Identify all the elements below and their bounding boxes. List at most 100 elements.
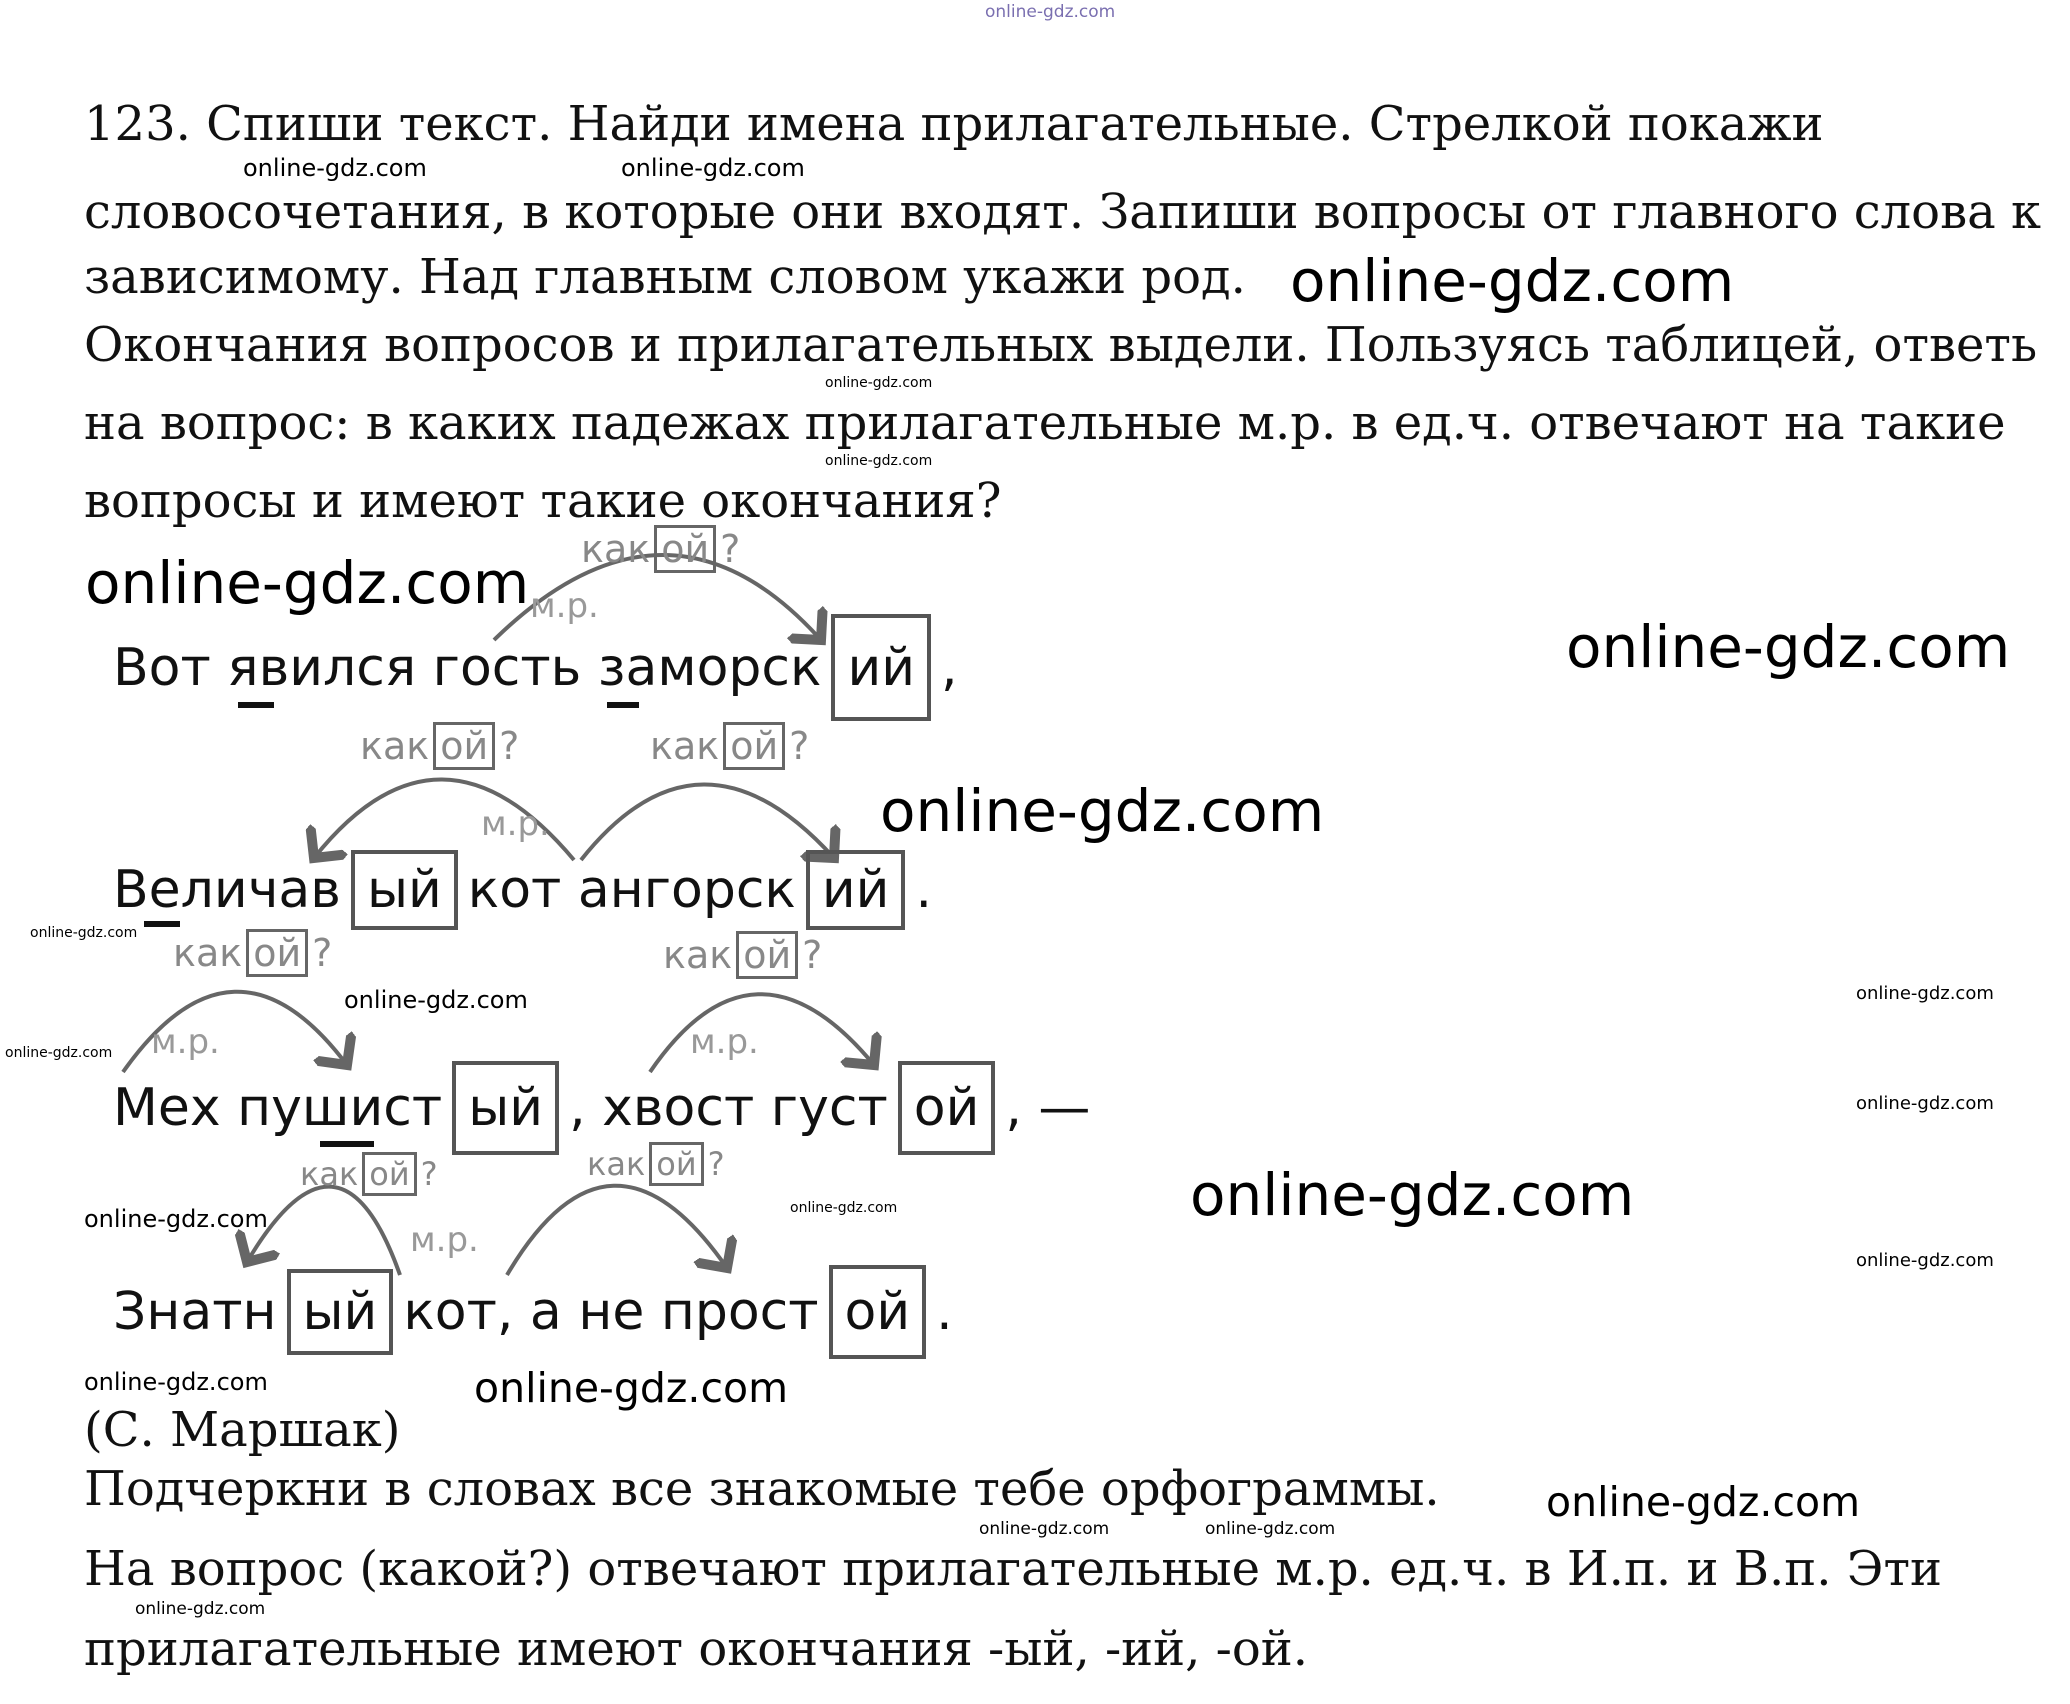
watermark: online-gdz.com (825, 375, 933, 391)
question-mark: ? (312, 931, 333, 975)
poem-line-3: Мех пушист ый , хвост густ ой , — (113, 1061, 1090, 1155)
arrow-arc (505, 1183, 727, 1277)
task-line: вопросы и имеют такие окончания? (84, 473, 1002, 529)
ending-box: ый (286, 1269, 394, 1355)
question-stem: как (650, 724, 720, 768)
gender-label: м.р. (530, 586, 599, 626)
poem-line-4-text: кот, а не прост (403, 1282, 819, 1342)
orthogram-underline (607, 702, 639, 708)
poem-line-2-text: кот ангорск (467, 860, 796, 920)
question-ending-box: ой (649, 1142, 704, 1186)
poem-line-1: Вот явился гость заморск ий , (113, 614, 958, 721)
arrow-arc (121, 989, 347, 1074)
watermark: online-gdz.com (135, 1599, 266, 1619)
question-ending-box: ой (246, 929, 309, 977)
watermark: online-gdz.com (985, 2, 1116, 22)
question-mark: ? (707, 1145, 725, 1183)
watermark: online-gdz.com (1546, 1478, 1861, 1526)
question-mark: ? (499, 724, 520, 768)
punctuation: . (915, 860, 932, 920)
watermark: online-gdz.com (84, 1368, 268, 1396)
arrow-arc (314, 777, 576, 860)
arrow-arc (492, 553, 821, 640)
question-ending-box: ой (654, 525, 717, 573)
watermark: online-gdz.com (1190, 1161, 1635, 1229)
watermark: online-gdz.com (5, 1045, 113, 1061)
watermark: online-gdz.com (825, 453, 933, 469)
gender-label: м.р. (690, 1022, 759, 1062)
question-ending-box: ой (362, 1152, 417, 1196)
punctuation: . (936, 1282, 953, 1342)
task-line: 123. Спиши текст. Найди имена прилагател… (84, 96, 1824, 152)
watermark: online-gdz.com (1205, 1519, 1336, 1539)
watermark: online-gdz.com (621, 154, 805, 182)
watermark: online-gdz.com (30, 925, 138, 941)
ending-box: ый (350, 850, 458, 930)
author: (С. Маршак) (84, 1402, 401, 1458)
poem-line-3-text: Мех пушист (113, 1078, 443, 1138)
gender-label: м.р. (151, 1022, 220, 1062)
arrow-arc (648, 992, 874, 1074)
question-mark: ? (420, 1155, 438, 1193)
question-mark: ? (802, 933, 823, 977)
question-stem: как (360, 724, 430, 768)
gender-label: м.р. (481, 804, 550, 844)
punctuation: , — (1005, 1078, 1091, 1138)
arrow-arc (247, 1184, 402, 1276)
question-ending-box: ой (736, 931, 799, 979)
punctuation: , (941, 637, 958, 698)
watermark: online-gdz.com (1856, 1250, 1994, 1271)
watermark: online-gdz.com (1856, 983, 1994, 1004)
question-ending-box: ой (723, 722, 786, 770)
watermark: online-gdz.com (880, 777, 1325, 845)
orthogram-underline (238, 702, 274, 708)
watermark: online-gdz.com (474, 1364, 789, 1412)
task-line: зависимому. Над главным словом укажи род… (84, 249, 1246, 305)
watermark: online-gdz.com (1290, 247, 1735, 315)
question-ending-box: ой (433, 722, 496, 770)
orthogram-underline (144, 921, 180, 927)
question-stem: как (173, 931, 243, 975)
poem-line-2: Величав ый кот ангорск ий . (113, 850, 932, 930)
poem-line-2-text: Величав (113, 860, 341, 920)
ending-box: ой (828, 1265, 927, 1359)
question-stem: как (581, 527, 651, 571)
answer-line: На вопрос (какой?) отвечают прилагательн… (84, 1541, 1943, 1597)
watermark: online-gdz.com (84, 1205, 268, 1233)
ending-box: ый (452, 1061, 560, 1155)
orthogram-underline (320, 1141, 374, 1147)
watermark: online-gdz.com (1856, 1093, 1994, 1114)
ending-box: ий (805, 850, 906, 930)
watermark: online-gdz.com (243, 154, 427, 182)
instruction: Подчеркни в словах все знакомые тебе орф… (84, 1461, 1440, 1517)
poem-line-4-text: Знатн (113, 1282, 277, 1342)
ending-box: ой (897, 1061, 996, 1155)
poem-line-4: Знатн ый кот, а не прост ой . (113, 1264, 953, 1360)
poem-line-3-text: , хвост густ (569, 1078, 888, 1138)
watermark: online-gdz.com (790, 1200, 898, 1216)
poem-line-1-text: Вот явился гость заморск (113, 637, 822, 698)
question-stem: как (300, 1155, 359, 1193)
watermark: online-gdz.com (979, 1519, 1110, 1539)
answer-line: прилагательные имеют окончания -ый, -ий,… (84, 1621, 1309, 1677)
arrow-arc (579, 782, 834, 860)
watermark: online-gdz.com (1566, 613, 2011, 681)
question-mark: ? (720, 527, 741, 571)
task-line: Окончания вопросов и прилагательных выде… (84, 317, 2038, 373)
question-stem: как (587, 1145, 646, 1183)
task-line: словосочетания, в которые они входят. За… (84, 184, 2041, 240)
question-mark: ? (789, 724, 810, 768)
gender-label: м.р. (410, 1220, 479, 1260)
ending-box: ий (831, 614, 932, 721)
watermark: online-gdz.com (344, 986, 528, 1014)
watermark: online-gdz.com (85, 549, 530, 617)
task-line: на вопрос: в каких падежах прилагательны… (84, 395, 2006, 451)
